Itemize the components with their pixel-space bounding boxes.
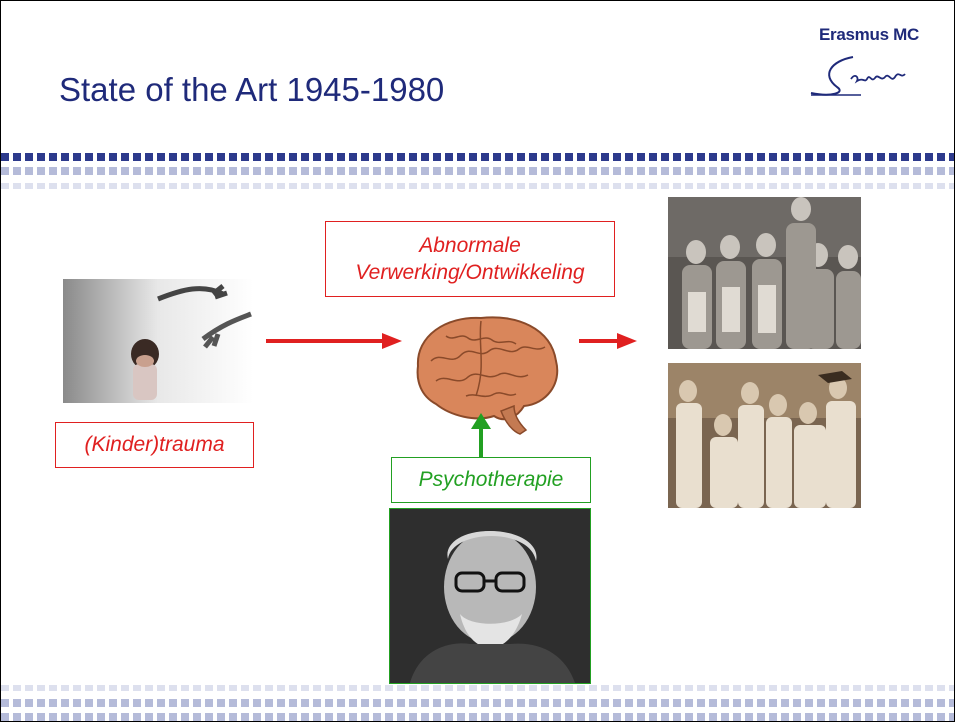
brain-icon — [406, 306, 566, 436]
separator-dots — [1, 713, 954, 721]
patients-men-photo — [668, 363, 861, 508]
separator-dots — [1, 153, 954, 161]
slide-title: State of the Art 1945-1980 — [59, 71, 445, 108]
separator-dots — [1, 167, 954, 175]
processing-label-line2: Verwerking/Ontwikkeling — [355, 261, 585, 284]
separator-dots — [1, 183, 954, 189]
arrow-right-icon — [579, 333, 637, 349]
logo-signature-icon — [810, 56, 906, 96]
logo-text: Erasmus MC — [819, 25, 919, 44]
arrow-right-icon — [266, 333, 402, 349]
arrow-up-icon — [471, 413, 491, 459]
erasmus-mc-logo: Erasmus MC — [791, 25, 941, 105]
processing-label: Abnormale Verwerking/Ontwikkeling — [325, 221, 615, 297]
separator-dots — [1, 685, 954, 691]
patients-women-photo — [668, 197, 861, 349]
separator-dots — [1, 699, 954, 707]
freud-portrait-photo — [389, 508, 591, 684]
processing-label-line1: Abnormale — [419, 233, 521, 257]
trauma-label: (Kinder)trauma — [55, 422, 254, 468]
child-trauma-photo — [63, 279, 253, 403]
therapy-label: Psychotherapie — [391, 457, 591, 503]
